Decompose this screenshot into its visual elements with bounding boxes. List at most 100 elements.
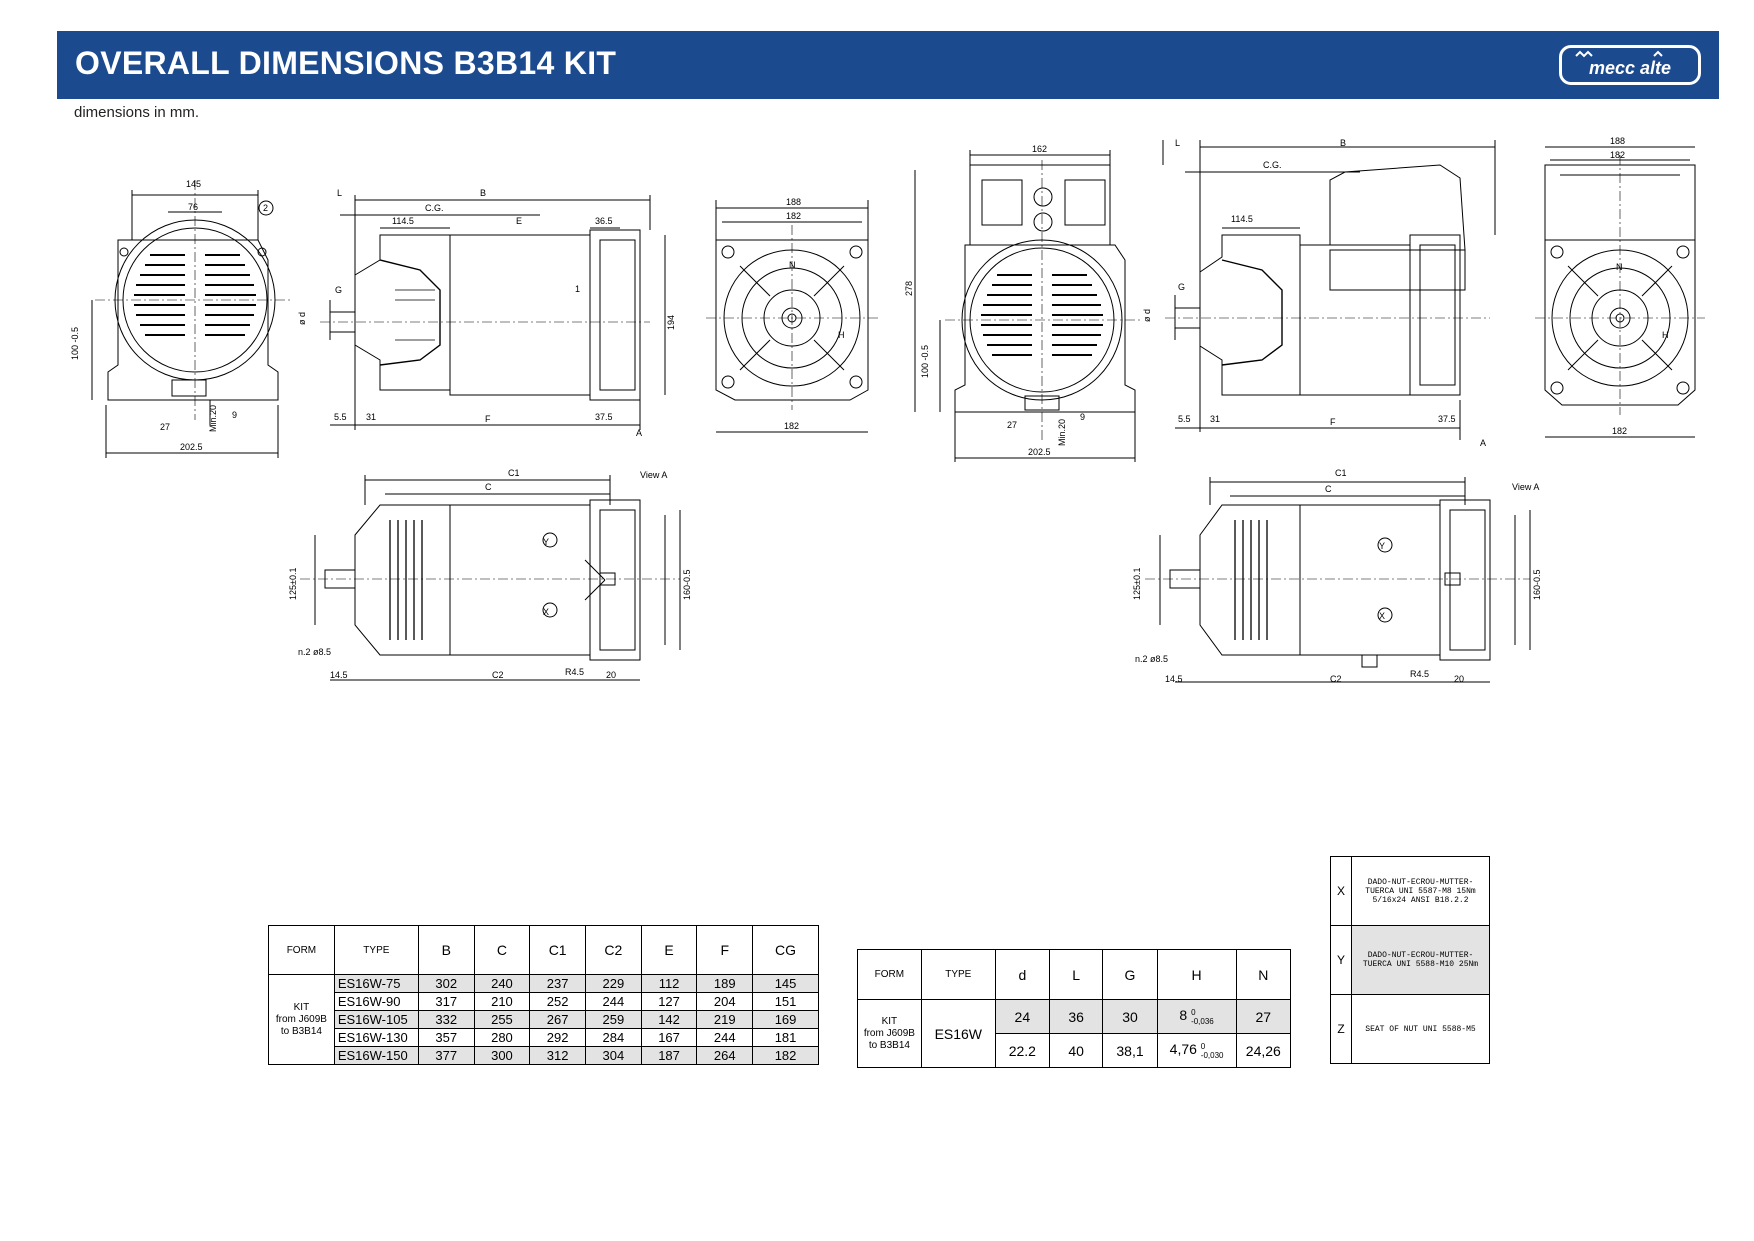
value-cell: 304 bbox=[585, 1046, 642, 1065]
front-view-right bbox=[914, 150, 1140, 462]
header-form: FORM bbox=[857, 949, 922, 1000]
dim-label: 37.5 bbox=[1438, 414, 1456, 424]
value-cell: 244 bbox=[696, 1028, 754, 1047]
dim-label: 27 bbox=[160, 422, 170, 432]
dim-label: ø d bbox=[1142, 309, 1152, 322]
dim-label: 182 bbox=[1612, 426, 1627, 436]
dim-label: 31 bbox=[1210, 414, 1220, 424]
h-value: 4,76 bbox=[1169, 1041, 1197, 1058]
value-cell: 112 bbox=[640, 974, 698, 993]
dim-label: n.2 ø8.5 bbox=[1135, 654, 1168, 664]
dim-label: H bbox=[838, 330, 845, 340]
header-bar: OVERALL DIMENSIONS B3B14 KIT mecc alte bbox=[57, 31, 1719, 99]
form-line: to B3B14 bbox=[868, 1039, 910, 1051]
value-cell: 284 bbox=[585, 1028, 642, 1047]
value-cell: 219 bbox=[696, 1010, 754, 1029]
value-cell: 151 bbox=[752, 992, 819, 1011]
table-row: Y DADO-NUT-ECROU-MUTTER- TUERCA UNI 5588… bbox=[1330, 925, 1490, 995]
dim-label: N bbox=[1616, 262, 1623, 272]
key-cell: Z bbox=[1330, 994, 1352, 1064]
tol-lower: -0,030 bbox=[1200, 1050, 1224, 1060]
table-row: ES16W-150 377 300 312 304 187 264 182 bbox=[269, 1046, 819, 1065]
form-line: from J609B bbox=[863, 1027, 915, 1039]
dim-label: Y bbox=[1379, 541, 1385, 551]
dim-label: X bbox=[543, 607, 549, 617]
value-cell: 24,26 bbox=[1235, 1033, 1292, 1068]
dim-label: 20 bbox=[606, 670, 616, 680]
value-cell: 30 bbox=[1102, 999, 1158, 1034]
value-cell: 264 bbox=[696, 1046, 754, 1065]
dim-label: C bbox=[485, 482, 492, 492]
value-cell: 142 bbox=[640, 1010, 698, 1029]
dim-label: 100 -0.5 bbox=[70, 327, 80, 360]
header-cg: CG bbox=[752, 925, 819, 975]
dim-label: 202.5 bbox=[1028, 447, 1051, 457]
dim-label: C bbox=[1325, 484, 1332, 494]
header-g: G bbox=[1102, 949, 1158, 1000]
h-tolerance: 0 -0,036 bbox=[1191, 1008, 1214, 1026]
logo-text: mecc alte bbox=[1588, 58, 1672, 78]
dim-label: 36.5 bbox=[595, 216, 613, 226]
value-cell: 24 bbox=[994, 999, 1050, 1034]
dim-label: G bbox=[335, 285, 342, 295]
form-cell: KIT from J609B to B3B14 bbox=[857, 999, 922, 1068]
dim-label: G bbox=[1178, 282, 1185, 292]
header-l: L bbox=[1048, 949, 1104, 1000]
value-cell: 240 bbox=[473, 974, 531, 993]
value-cell: 22.2 bbox=[994, 1033, 1050, 1068]
note-line: DADO-NUT-ECROU-MUTTER- bbox=[1367, 877, 1474, 887]
dim-label: 1 bbox=[575, 284, 580, 294]
value-cell: 204 bbox=[696, 992, 754, 1011]
dimension-labels: 145 76 2 100 -0.5 27 Min.20 9 202.5 L B … bbox=[70, 136, 1669, 684]
note-cell: DADO-NUT-ECROU-MUTTER- TUERCA UNI 5588-M… bbox=[1351, 925, 1490, 995]
value-cell: 255 bbox=[473, 1010, 531, 1029]
dim-label: C.G. bbox=[1263, 160, 1282, 170]
dim-label: 182 bbox=[1610, 150, 1625, 160]
dim-label: A bbox=[636, 428, 642, 438]
value-cell: 317 bbox=[417, 992, 475, 1011]
dim-label: 27 bbox=[1007, 420, 1017, 430]
value-cell: 280 bbox=[473, 1028, 531, 1047]
header-type: TYPE bbox=[920, 949, 996, 1000]
type-cell: ES16W-130 bbox=[333, 1028, 419, 1047]
dim-label: 125±0.1 bbox=[288, 568, 298, 600]
dim-label: 194 bbox=[666, 315, 676, 330]
dim-label: 114.5 bbox=[392, 216, 414, 226]
value-cell: 182 bbox=[752, 1046, 819, 1065]
dim-label: C2 bbox=[492, 670, 504, 680]
dim-label: 188 bbox=[786, 197, 801, 207]
dim-label: R4.5 bbox=[1410, 669, 1429, 679]
dim-label: 5.5 bbox=[1178, 414, 1191, 424]
table-row: 22.2 40 38,1 4,76 0 -0,030 24,26 bbox=[858, 1033, 1292, 1068]
table-row: ES16W-130 357 280 292 284 167 244 181 bbox=[269, 1028, 819, 1047]
dim-label: 5.5 bbox=[334, 412, 347, 422]
dim-label: 20 bbox=[1454, 674, 1464, 684]
form-line: to B3B14 bbox=[280, 1025, 322, 1037]
dim-label: 160-0.5 bbox=[682, 569, 692, 600]
dim-label: View A bbox=[640, 470, 667, 480]
key-cell: X bbox=[1330, 856, 1352, 926]
dim-label: F bbox=[485, 414, 491, 424]
dim-label: 14.5 bbox=[330, 670, 348, 680]
dim-label: View A bbox=[1512, 482, 1539, 492]
form-cell: KIT from J609B to B3B14 bbox=[268, 974, 335, 1065]
header-b: B bbox=[417, 925, 475, 975]
dim-label: 76 bbox=[188, 202, 198, 212]
dim-label: C1 bbox=[508, 468, 520, 478]
dim-label: 114.5 bbox=[1231, 214, 1253, 224]
units-note: dimensions in mm. bbox=[74, 104, 200, 121]
dim-label: 9 bbox=[232, 410, 237, 420]
tol-upper: 0 bbox=[1191, 1007, 1196, 1017]
dim-label: 160-0.5 bbox=[1532, 569, 1542, 600]
value-cell: 167 bbox=[640, 1028, 698, 1047]
dim-label: 100 -0.5 bbox=[920, 345, 930, 378]
dim-label: 278 bbox=[904, 281, 914, 296]
value-cell: 187 bbox=[640, 1046, 698, 1065]
dim-label: 182 bbox=[784, 421, 799, 431]
dim-label: n.2 ø8.5 bbox=[298, 647, 331, 657]
table-row: ES16W-105 332 255 267 259 142 219 169 bbox=[269, 1010, 819, 1029]
dim-label: 145 bbox=[186, 179, 201, 189]
dim-label: 162 bbox=[1032, 144, 1047, 154]
header-c: C bbox=[473, 925, 531, 975]
